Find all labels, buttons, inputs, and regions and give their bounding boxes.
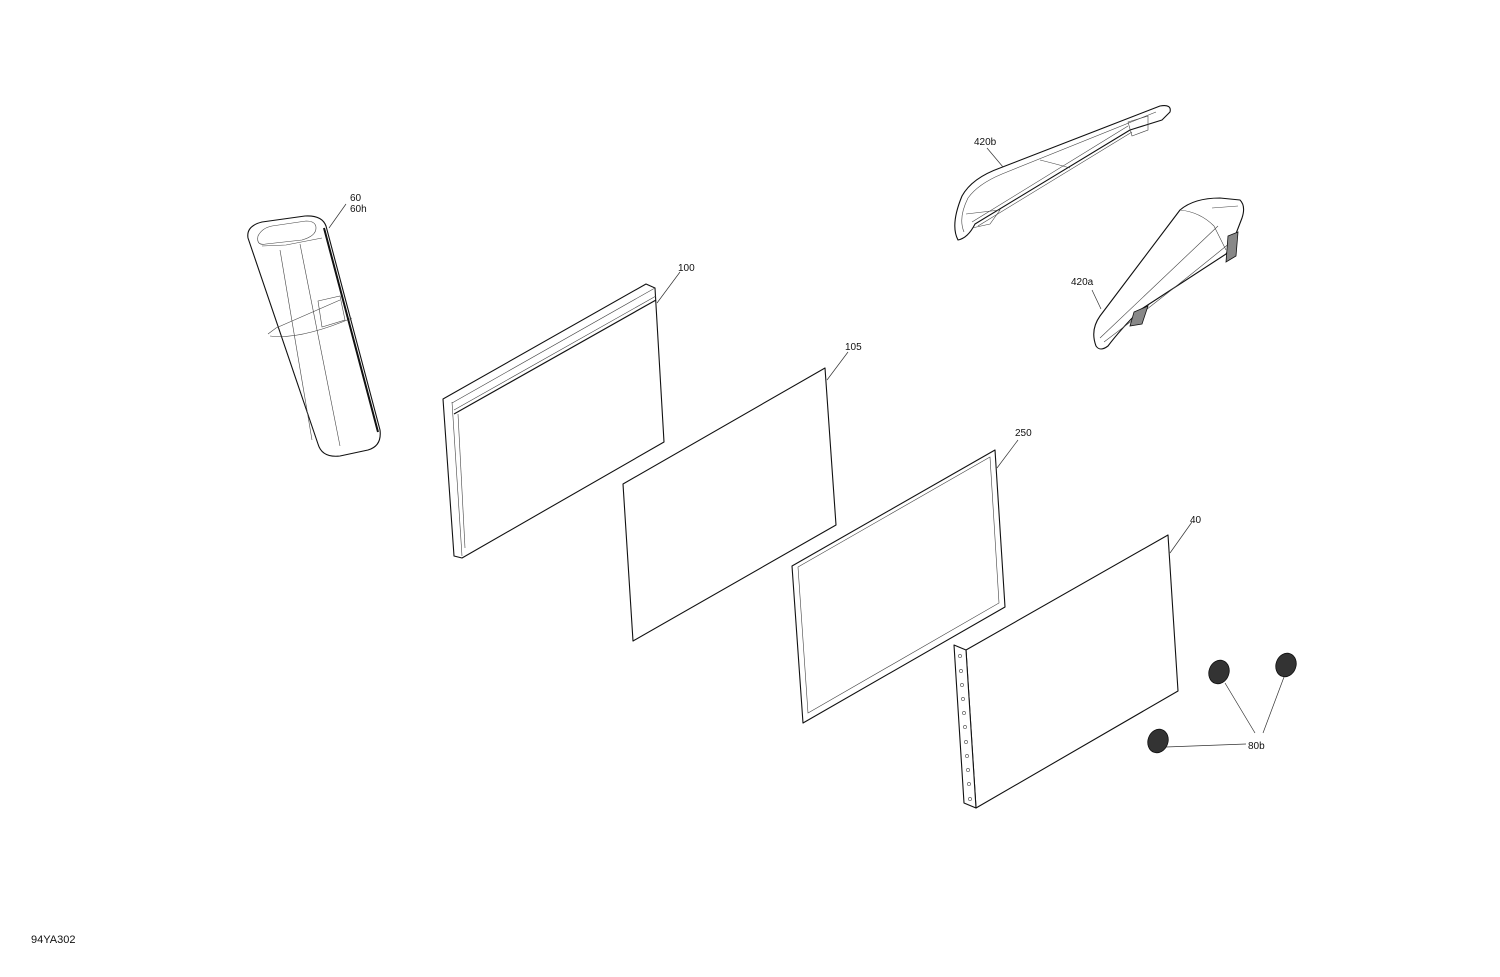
label-60: 60	[350, 193, 362, 204]
leader-420a	[1091, 289, 1102, 310]
callout-40: 40	[1190, 515, 1202, 526]
part-80b-knurled-caps	[1147, 652, 1297, 754]
leader-60	[328, 203, 347, 229]
part-100-thick-panel	[442, 283, 665, 559]
callout-250: 250	[1015, 428, 1032, 439]
label-60h: 60h	[350, 204, 367, 215]
callout-60: 60 60h	[350, 193, 367, 215]
part-420a-handle-cover	[1093, 197, 1245, 350]
leader-100	[656, 271, 681, 304]
part-105-thin-sheet	[622, 367, 837, 642]
part-250-framed-gasket	[791, 449, 1006, 724]
callout-100: 100	[678, 263, 695, 274]
leader-40	[1169, 521, 1193, 554]
perforation-holes	[958, 654, 972, 801]
part-60-tube-sleeve	[247, 215, 381, 457]
leader-420b	[986, 147, 1004, 168]
reference-code: 94YA302	[31, 934, 76, 946]
callout-420a: 420a	[1071, 277, 1094, 288]
part-40-perforated-panel	[953, 534, 1179, 809]
leaders-80b	[1165, 676, 1285, 748]
callout-420b: 420b	[974, 137, 997, 148]
callout-80b: 80b	[1248, 741, 1265, 752]
callout-105: 105	[845, 342, 862, 353]
part-420b-trim-frame	[954, 105, 1171, 241]
leader-250	[996, 439, 1019, 469]
leader-105	[826, 351, 849, 381]
